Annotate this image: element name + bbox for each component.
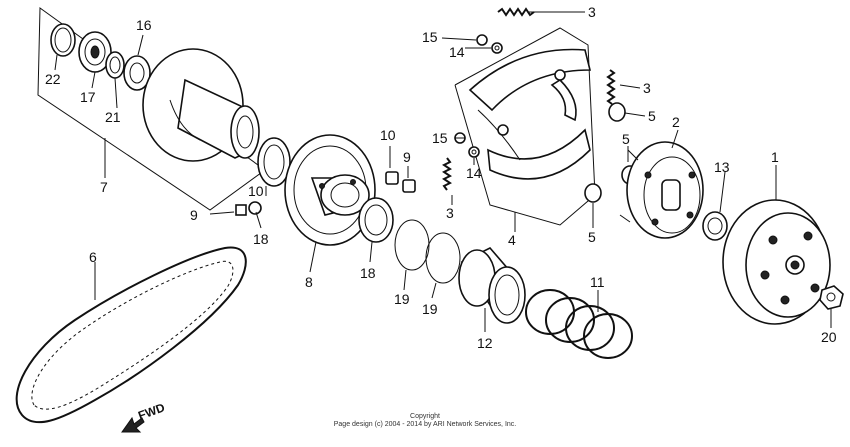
collar-18-and-o-rings-19 — [358, 197, 461, 284]
label-18-left: 18 — [253, 231, 269, 247]
drive-face-assembly — [37, 7, 266, 211]
label-3-right: 3 — [643, 80, 651, 96]
label-3-mid: 3 — [446, 205, 454, 221]
label-3-top: 3 — [588, 4, 596, 20]
label-12: 12 — [477, 335, 493, 351]
label-4: 4 — [508, 232, 516, 248]
label-15-top: 15 — [422, 29, 438, 45]
clutch-spring — [525, 289, 633, 359]
label-9-mid: 9 — [403, 149, 411, 165]
fwd-arrow-icon — [121, 416, 145, 433]
label-20: 20 — [821, 329, 837, 345]
fwd-label: FWD — [136, 400, 167, 423]
label-11: 11 — [590, 274, 605, 290]
label-17: 17 — [80, 89, 96, 105]
drive-sleeve — [458, 247, 526, 324]
label-6: 6 — [89, 249, 97, 265]
seal-18-left — [235, 137, 291, 216]
clutch-shoe-assembly — [454, 27, 596, 226]
label-21: 21 — [105, 109, 121, 125]
weight-rollers — [385, 171, 416, 193]
copyright-line-1: Copyright — [410, 413, 440, 420]
label-5-right: 5 — [648, 108, 656, 124]
label-2: 2 — [672, 114, 680, 130]
label-19-a: 19 — [394, 291, 410, 307]
drive-belt — [15, 246, 247, 424]
clutch-outer — [722, 199, 831, 325]
label-19-b: 19 — [422, 301, 438, 317]
label-8: 8 — [305, 274, 313, 290]
label-16: 16 — [136, 17, 152, 33]
label-1: 1 — [771, 149, 779, 165]
fwd-indicator: FWD — [121, 400, 167, 433]
drive-plate — [619, 141, 704, 239]
label-13: 13 — [714, 159, 730, 175]
label-18-mid: 18 — [360, 265, 376, 281]
movable-drive-face — [284, 134, 376, 246]
label-22: 22 — [45, 71, 61, 87]
label-9-left: 9 — [190, 207, 198, 223]
copyright-line-2: Page design (c) 2004 - 2014 by ARI Netwo… — [334, 421, 517, 428]
copyright: Copyright Page design (c) 2004 - 2014 by… — [334, 413, 517, 428]
nut-20 — [819, 285, 844, 310]
label-10-left: 10 — [248, 183, 264, 199]
label-7: 7 — [100, 179, 108, 195]
label-14-top: 14 — [449, 44, 465, 60]
label-14-mid: 14 — [466, 165, 482, 181]
label-5-plate: 5 — [622, 131, 630, 147]
leader-lines — [54, 11, 832, 332]
clutch-nut — [702, 211, 728, 241]
callout-labels: 22 17 21 16 7 10 9 18 6 8 10 9 18 19 19 … — [45, 4, 837, 351]
label-10-mid: 10 — [380, 127, 396, 143]
label-5-bottom: 5 — [588, 229, 596, 245]
label-15-mid: 15 — [432, 130, 448, 146]
